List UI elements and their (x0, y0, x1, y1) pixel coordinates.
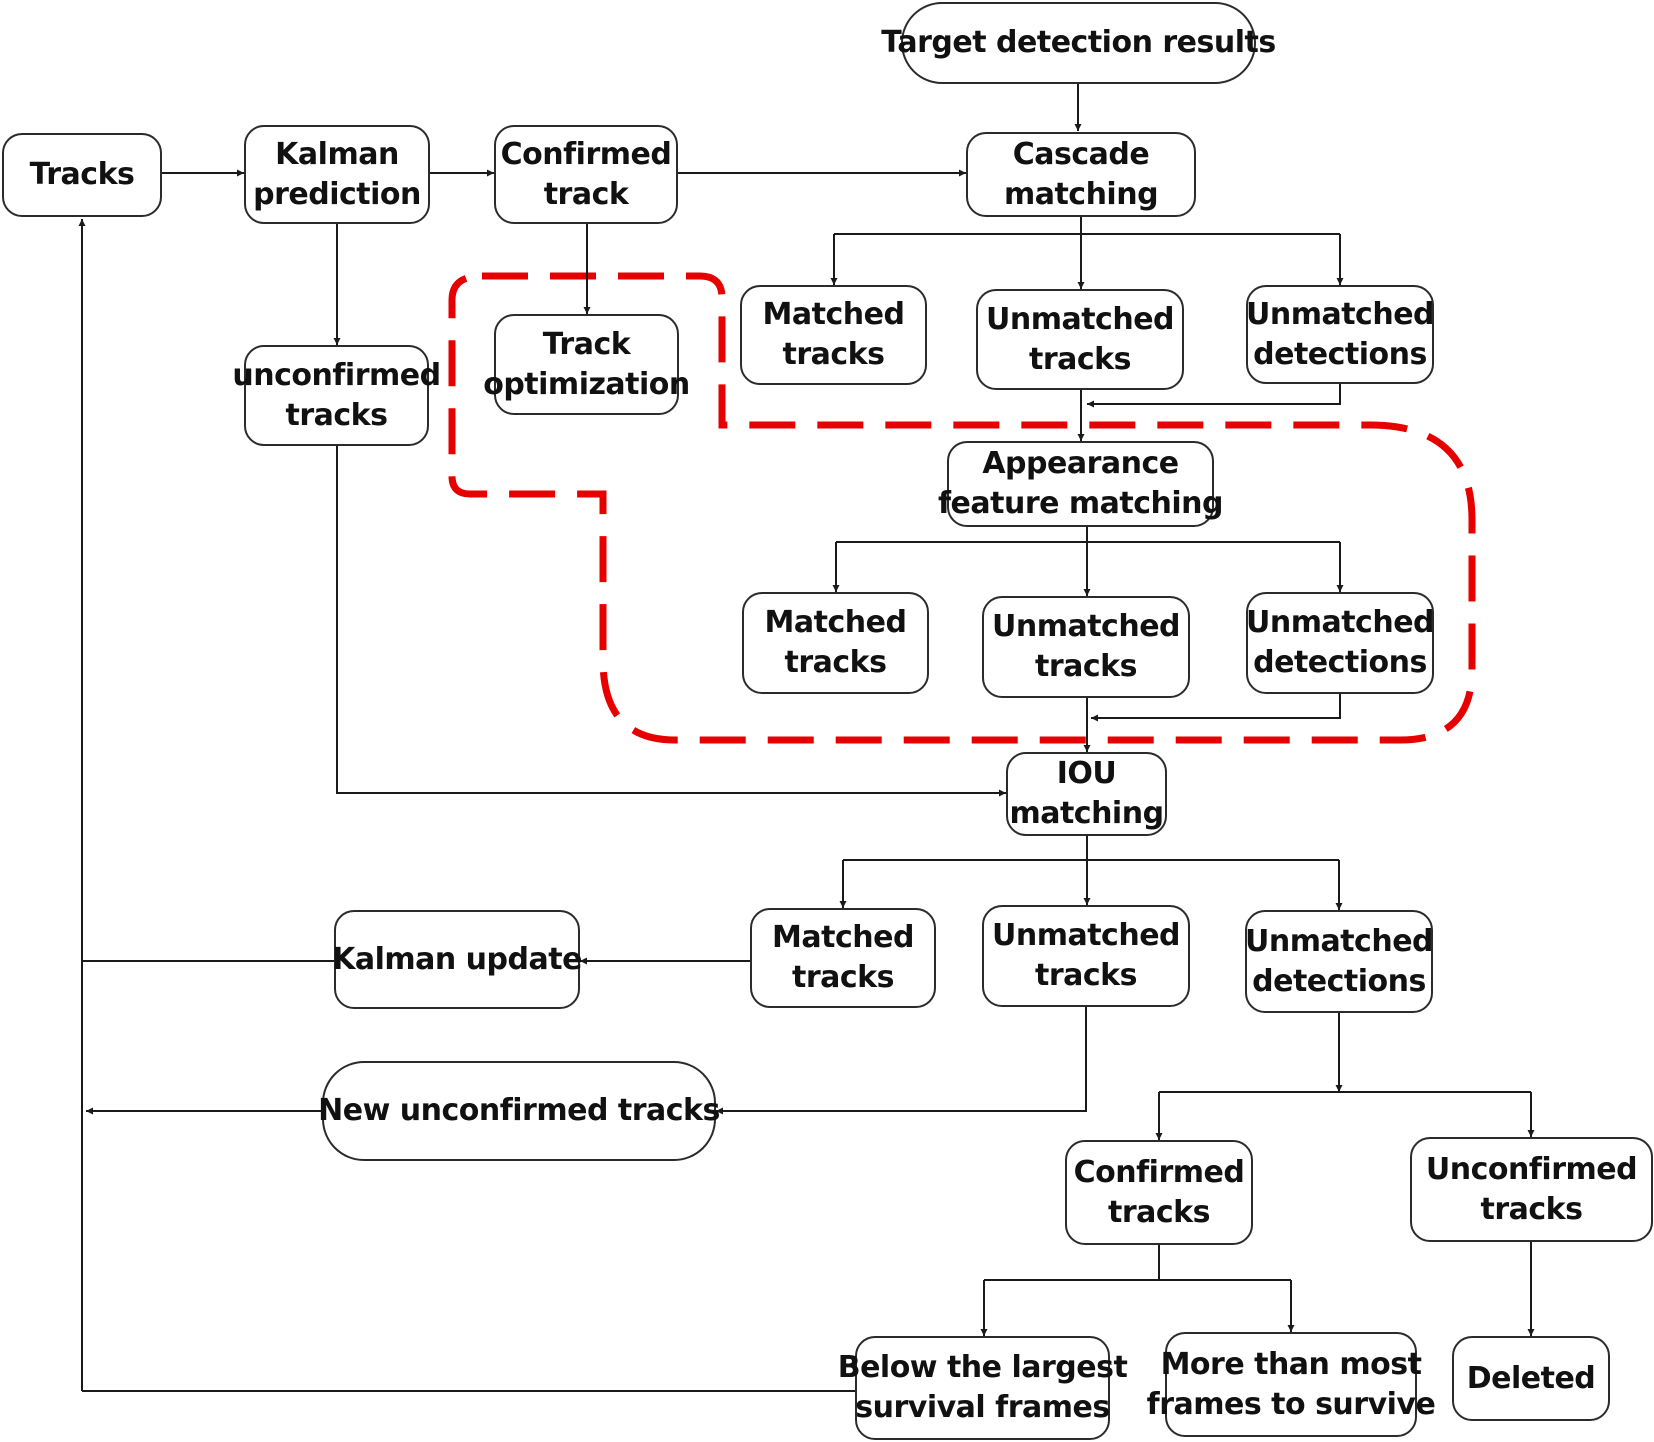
node-label: optimization (483, 366, 690, 402)
connector (1091, 694, 1341, 722)
confirmed-tracks-node: Confirmed tracks (1065, 1140, 1253, 1245)
node-label: feature matching (937, 486, 1224, 521)
node-label: unconfirmed (232, 357, 441, 393)
node-label: tracks (1035, 958, 1137, 993)
node-label: detections (1252, 963, 1426, 999)
node-label: track (543, 176, 629, 212)
target-detection-results-node: Target detection results (881, 2, 1276, 84)
node-label: detections (1253, 336, 1427, 372)
node-label: Cascade (1012, 136, 1150, 172)
node-label: Deleted (1466, 1360, 1596, 1396)
node-label: tracks (1108, 1194, 1210, 1230)
below-largest-survival-frames-node: Below the largest survival frames (838, 1336, 1128, 1440)
node-label: Below the largest (837, 1350, 1128, 1385)
node-label: tracks (782, 337, 885, 372)
node-label: tracks (784, 645, 887, 680)
node-label: Unmatched (991, 918, 1181, 953)
node-label: Unmatched (985, 301, 1175, 337)
iou-unmatched-tracks-node: Unmatched tracks (982, 905, 1190, 1007)
iou-matched-tracks-node: Matched tracks (750, 908, 936, 1008)
node-label: Unmatched (1244, 923, 1434, 959)
new-unconfirmed-tracks-node: New unconfirmed tracks (318, 1061, 720, 1161)
appearance-unmatched-detections-node: Unmatched detections (1245, 592, 1435, 694)
appearance-matched-tracks-node: Matched tracks (742, 592, 929, 694)
cascade-matching-node: Cascade matching (966, 132, 1196, 217)
node-label: survival frames (855, 1390, 1110, 1425)
node-label: tracks (1035, 649, 1137, 684)
node-label: tracks (1480, 1191, 1583, 1227)
node-label: Appearance (982, 446, 1179, 481)
deleted-node: Deleted (1452, 1336, 1610, 1421)
track-optimization-node: Track optimization (483, 314, 690, 415)
confirmed-track-node: Confirmed track (494, 125, 678, 224)
kalman-update-node: Kalman update (332, 910, 582, 1009)
kalman-prediction-node: Kalman prediction (244, 125, 430, 224)
node-label: Matched (772, 920, 914, 955)
node-label: tracks (792, 960, 894, 995)
unconfirmed-tracks-bottom-node: Unconfirmed tracks (1410, 1137, 1653, 1242)
node-label: More than most (1160, 1346, 1422, 1382)
node-label: Confirmed (1073, 1154, 1245, 1190)
node-label: Kalman (275, 136, 399, 172)
node-label: IOU (1056, 756, 1117, 791)
node-label: matching (1003, 176, 1159, 212)
tracks-node: Tracks (2, 133, 162, 217)
appearance-feature-matching-node: Appearance feature matching (938, 441, 1224, 527)
node-label: Unmatched (1245, 296, 1435, 332)
appearance-unmatched-tracks-node: Unmatched tracks (982, 596, 1190, 698)
cascade-unmatched-detections-node: Unmatched detections (1245, 285, 1435, 384)
highlight-region (448, 272, 1476, 744)
node-label: frames to survive (1146, 1386, 1436, 1422)
node-label: Unmatched (991, 609, 1181, 644)
node-label: prediction (253, 176, 421, 212)
node-label: tracks (285, 397, 388, 433)
cascade-unmatched-tracks-node: Unmatched tracks (976, 289, 1184, 390)
node-label: New unconfirmed tracks (318, 1093, 720, 1128)
unconfirmed-tracks-node: unconfirmed tracks (232, 345, 441, 446)
iou-matching-node: IOU matching (1006, 752, 1167, 836)
connector (336, 446, 1006, 797)
more-than-most-frames-node: More than most frames to survive (1147, 1332, 1436, 1437)
node-label: Tracks (29, 157, 135, 192)
node-label: Confirmed (500, 136, 672, 172)
node-label: Matched (764, 605, 907, 640)
connector (1087, 384, 1341, 408)
iou-unmatched-detections-node: Unmatched detections (1244, 910, 1434, 1013)
node-label: Target detection results (881, 25, 1276, 60)
connector (716, 1007, 1087, 1115)
node-label: matching (1009, 796, 1164, 831)
node-label: tracks (1029, 341, 1131, 377)
node-label: Track (542, 326, 631, 362)
node-label: Matched (762, 297, 905, 332)
node-label: detections (1253, 645, 1427, 680)
node-label: Unmatched (1245, 605, 1435, 640)
cascade-matched-tracks-node: Matched tracks (740, 285, 927, 385)
node-label: Unconfirmed (1425, 1151, 1638, 1187)
node-label: Kalman update (332, 941, 582, 977)
